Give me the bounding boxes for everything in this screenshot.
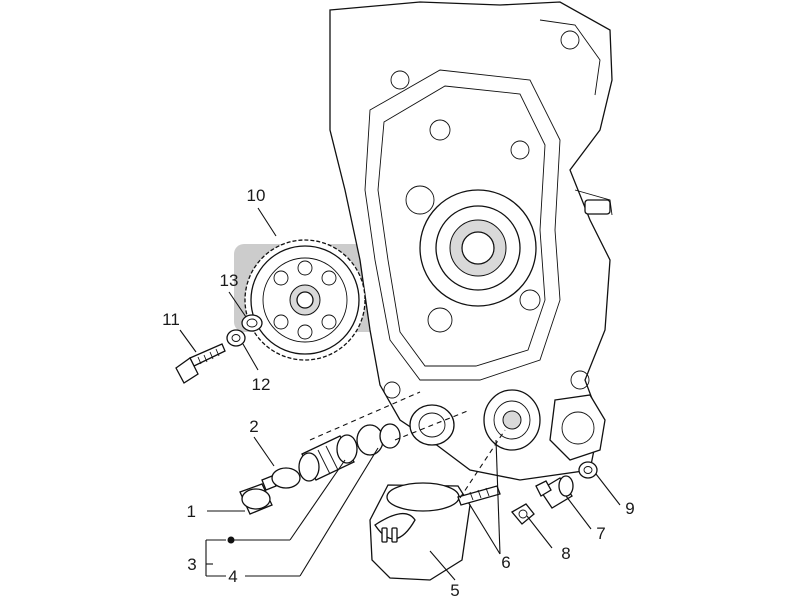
- callout-12: 12: [252, 375, 271, 394]
- callout-13: 13: [220, 271, 239, 290]
- callout-labels: 1 2 3 4 5 6 7 8 9 10 11 12 13: [162, 186, 635, 600]
- gear-part-10: [244, 239, 366, 361]
- callout-3: 3: [187, 555, 196, 574]
- drain-plug-part-1: [239, 475, 277, 515]
- filter-mount-boss: [409, 389, 606, 461]
- callout-9: 9: [625, 499, 634, 518]
- strainer-part-4: [298, 434, 358, 482]
- callout-1: 1: [187, 502, 196, 521]
- leader-lines: [179, 207, 621, 581]
- callout-6: 6: [501, 553, 510, 572]
- callout-7: 7: [596, 524, 605, 543]
- callout-2: 2: [249, 417, 258, 436]
- callout-5: 5: [450, 581, 459, 600]
- washer-part-12: [226, 329, 246, 347]
- o-ring-part-2: [271, 467, 301, 489]
- seal-rings: [356, 423, 401, 456]
- callout-4: 4: [228, 567, 237, 586]
- callout-8: 8: [561, 544, 570, 563]
- nut-part-8: [511, 503, 535, 525]
- circlip-part-13: [241, 314, 263, 332]
- callout-10: 10: [247, 186, 266, 205]
- crankcase-housing: [329, 1, 613, 481]
- sensor-part-7: [535, 475, 574, 509]
- washer-part-9: [578, 461, 598, 479]
- bolt-part-11: [175, 343, 226, 384]
- callout-11: 11: [162, 310, 180, 329]
- oil-filter-part-5: [369, 482, 471, 581]
- filter-stud-part-6: [457, 485, 501, 506]
